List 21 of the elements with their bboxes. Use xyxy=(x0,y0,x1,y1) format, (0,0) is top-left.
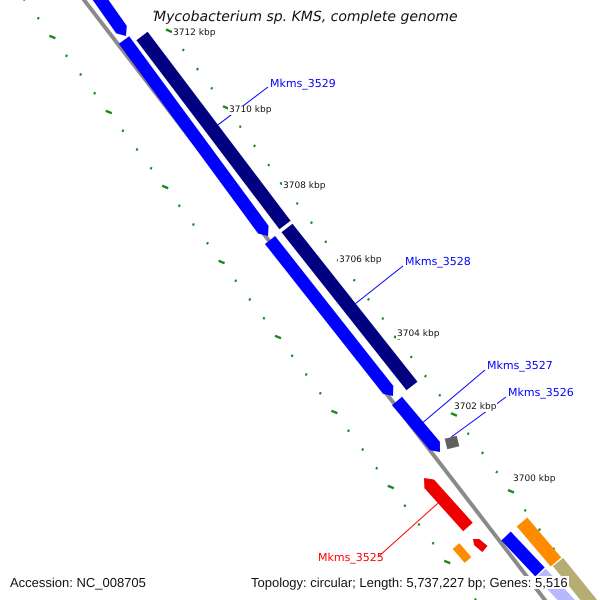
title: Mycobacterium sp. KMS, complete genome xyxy=(154,10,458,24)
tick-label: 3712 kbp xyxy=(172,29,216,38)
gene-feature xyxy=(444,436,460,450)
gene-feature xyxy=(424,478,473,532)
tick-label: 3710 kbp xyxy=(228,106,272,115)
summary-text: Topology: circular; Length: 5,737,227 bp; Genes: 5,516 xyxy=(250,576,569,589)
gene-label: Mkms_3529 xyxy=(270,78,336,89)
leader-line xyxy=(355,266,404,304)
tick-label: 3708 kbp xyxy=(282,182,326,191)
gene-label: Mkms_3528 xyxy=(405,256,471,267)
gene-label: Mkms_3526 xyxy=(508,387,574,398)
tick-label: 3700 kbp xyxy=(512,475,556,484)
gene-label: Mkms_3527 xyxy=(487,360,553,371)
accession-text: Accession: NC_008705 xyxy=(9,576,147,589)
tick-label: 3706 kbp xyxy=(338,256,382,265)
gene-feature xyxy=(392,396,440,452)
leader-line xyxy=(422,370,486,423)
tick-label: 3702 kbp xyxy=(453,403,498,412)
gene-label: Mkms_3525 xyxy=(318,552,384,563)
leader-line xyxy=(378,502,438,558)
tick-label: 3704 kbp xyxy=(396,330,440,339)
